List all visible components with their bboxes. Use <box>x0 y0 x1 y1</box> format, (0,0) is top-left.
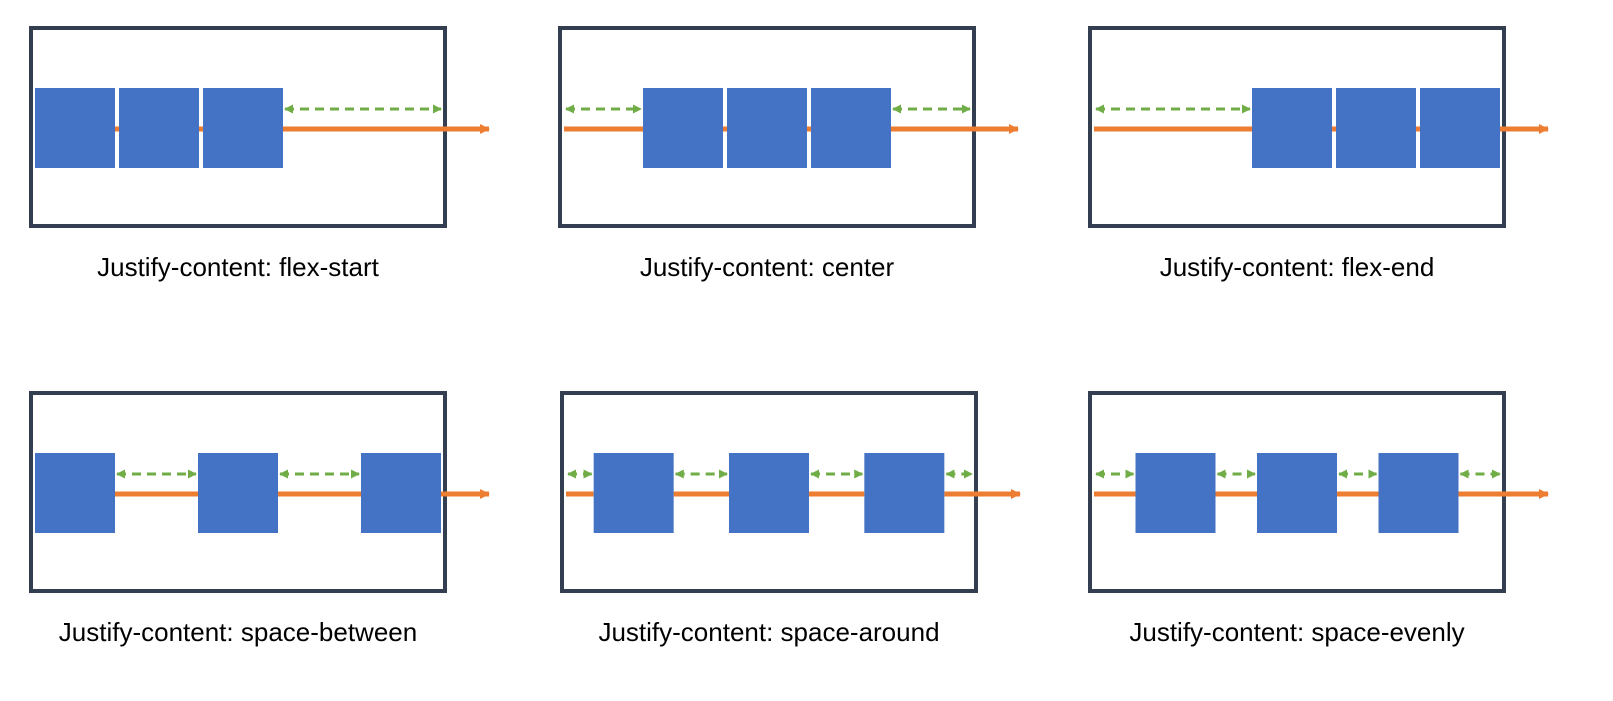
panel-center: Justify-content: center <box>558 26 1019 282</box>
panel-flex-start: Justify-content: flex-start <box>29 26 490 282</box>
flex-item-3 <box>203 88 283 168</box>
panel-caption: Justify-content: flex-start <box>97 252 380 282</box>
flex-item-1 <box>643 88 723 168</box>
flex-item-2 <box>1336 88 1416 168</box>
flex-item-3 <box>361 453 441 533</box>
flex-item-1 <box>1252 88 1332 168</box>
flex-item-3 <box>864 453 945 533</box>
panel-caption: Justify-content: center <box>640 252 895 282</box>
flex-item-1 <box>593 453 674 533</box>
panel-caption: Justify-content: space-around <box>598 617 939 647</box>
flex-item-1 <box>35 453 115 533</box>
panel-caption: Justify-content: flex-end <box>1160 252 1435 282</box>
flex-item-3 <box>1420 88 1500 168</box>
panel-caption: Justify-content: space-between <box>59 617 417 647</box>
flex-item-2 <box>1257 453 1337 533</box>
flex-item-2 <box>729 453 809 533</box>
panel-caption: Justify-content: space-evenly <box>1129 617 1464 647</box>
flex-item-3 <box>1378 453 1459 533</box>
flex-item-2 <box>119 88 199 168</box>
flex-item-2 <box>727 88 807 168</box>
panel-flex-end: Justify-content: flex-end <box>1088 26 1549 282</box>
panel-space-between: Justify-content: space-between <box>29 391 490 647</box>
panel-space-evenly: Justify-content: space-evenly <box>1088 391 1549 647</box>
flex-item-1 <box>35 88 115 168</box>
flex-item-1 <box>1135 453 1216 533</box>
flex-item-2 <box>198 453 278 533</box>
flex-item-3 <box>811 88 891 168</box>
panel-space-around: Justify-content: space-around <box>560 391 1021 647</box>
